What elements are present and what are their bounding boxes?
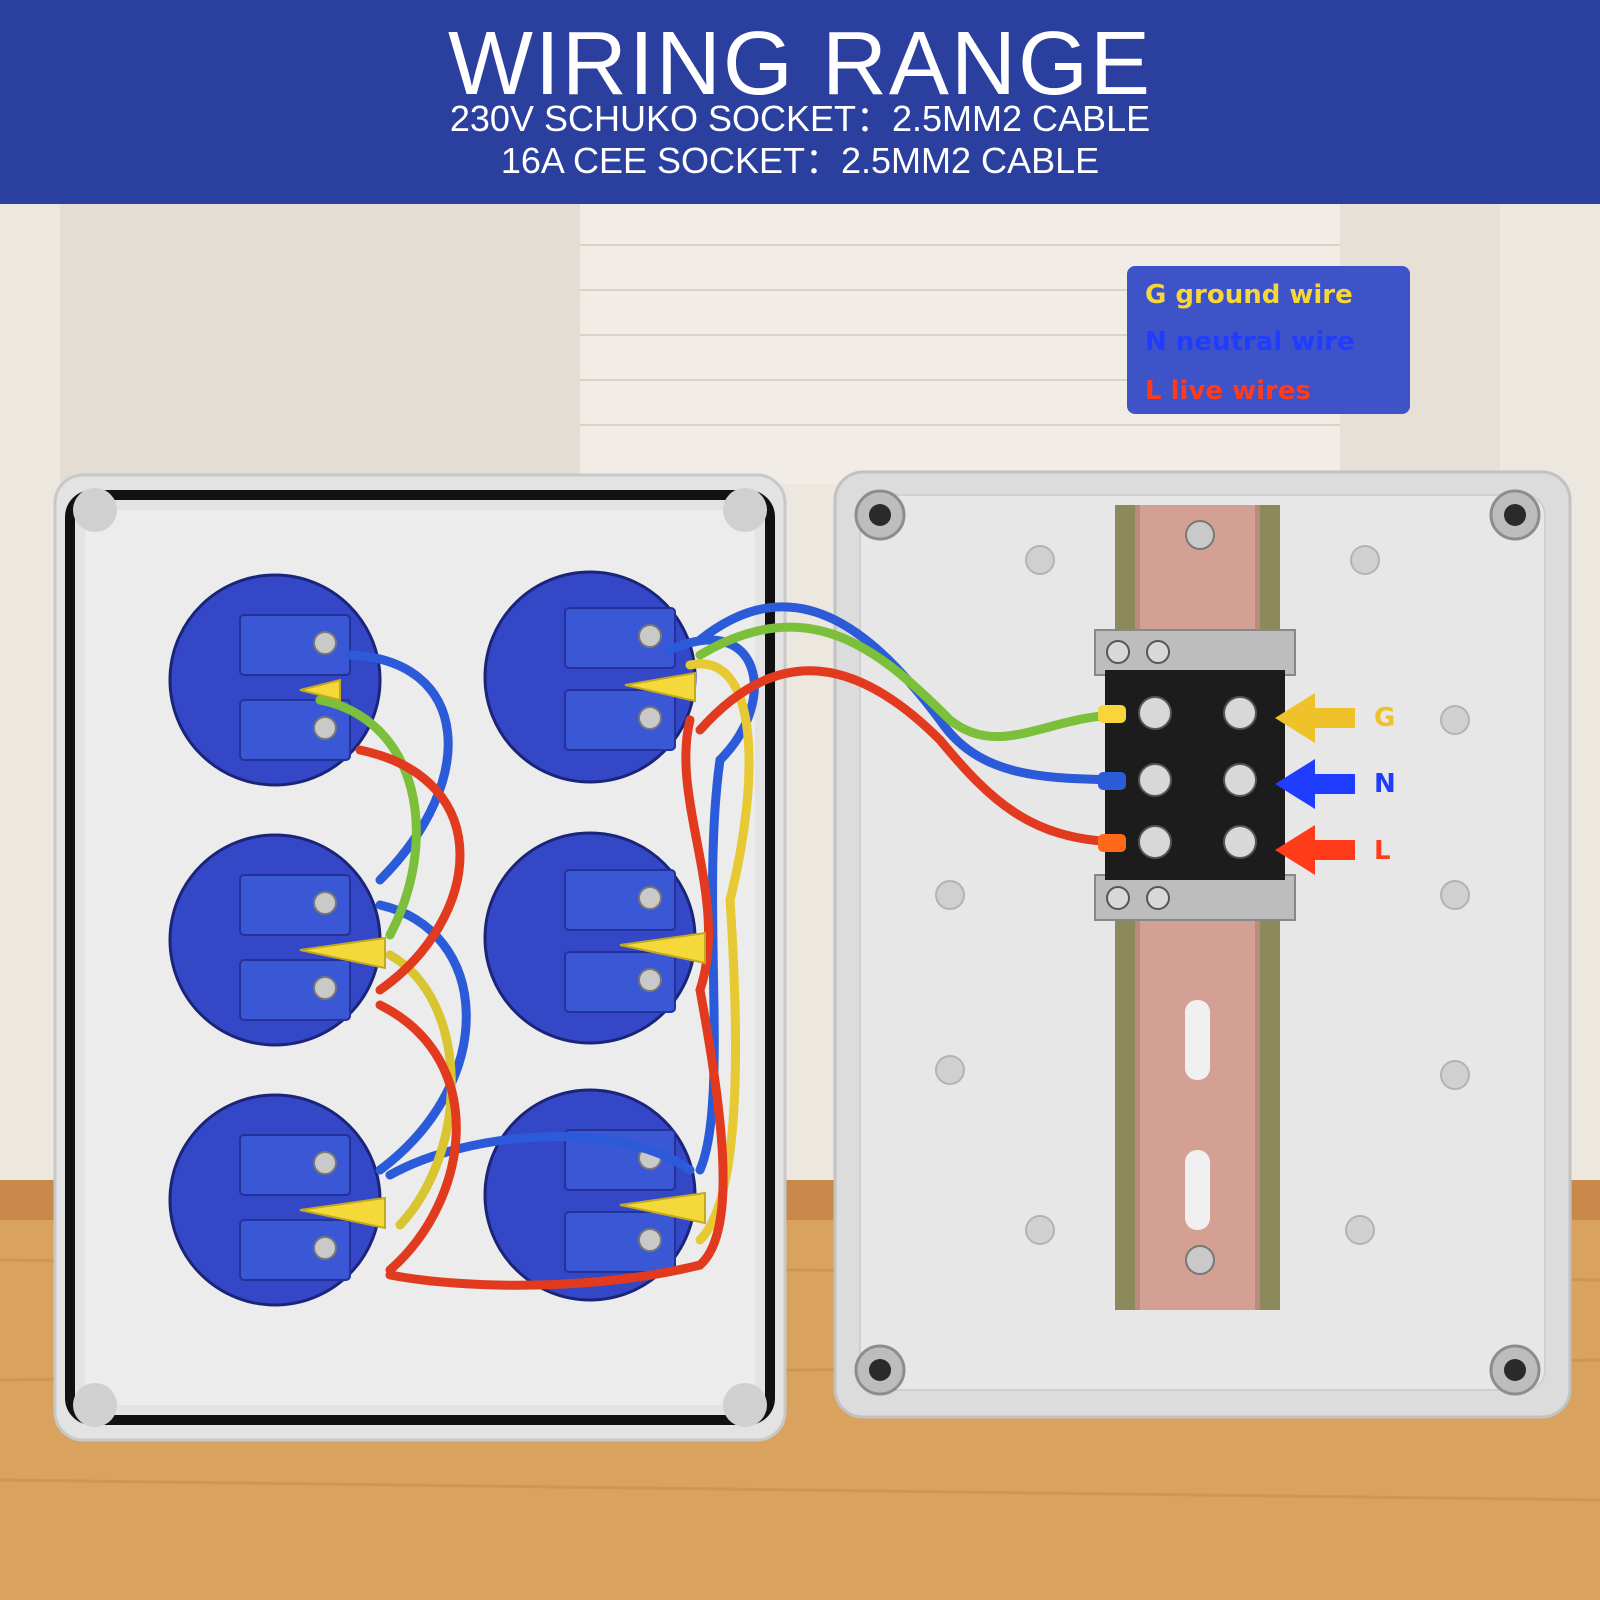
header-banner: WIRING RANGE 230V SCHUKO SOCKET：2.5MM2 C… — [0, 0, 1600, 204]
arrow-n-icon — [1275, 759, 1355, 809]
spec-cee: 16A CEE SOCKET：2.5MM2 CABLE — [500, 140, 1100, 181]
terminal-block — [1094, 629, 1296, 921]
arrow-label-g: G — [1374, 703, 1396, 733]
wire-legend: G ground wire N neutral wire L live wire… — [1127, 266, 1410, 414]
spec-schuko: 230V SCHUKO SOCKET：2.5MM2 CABLE — [449, 98, 1151, 139]
arrow-g-icon — [1275, 693, 1355, 743]
arrow-l-icon — [1275, 825, 1355, 875]
legend-ground: G ground wire — [1145, 280, 1353, 310]
legend-live: L live wires — [1145, 376, 1311, 406]
arrow-label-n: N — [1374, 769, 1396, 799]
legend-neutral: N neutral wire — [1145, 327, 1355, 357]
page-title: WIRING RANGE — [447, 14, 1152, 114]
arrow-label-l: L — [1374, 836, 1391, 866]
